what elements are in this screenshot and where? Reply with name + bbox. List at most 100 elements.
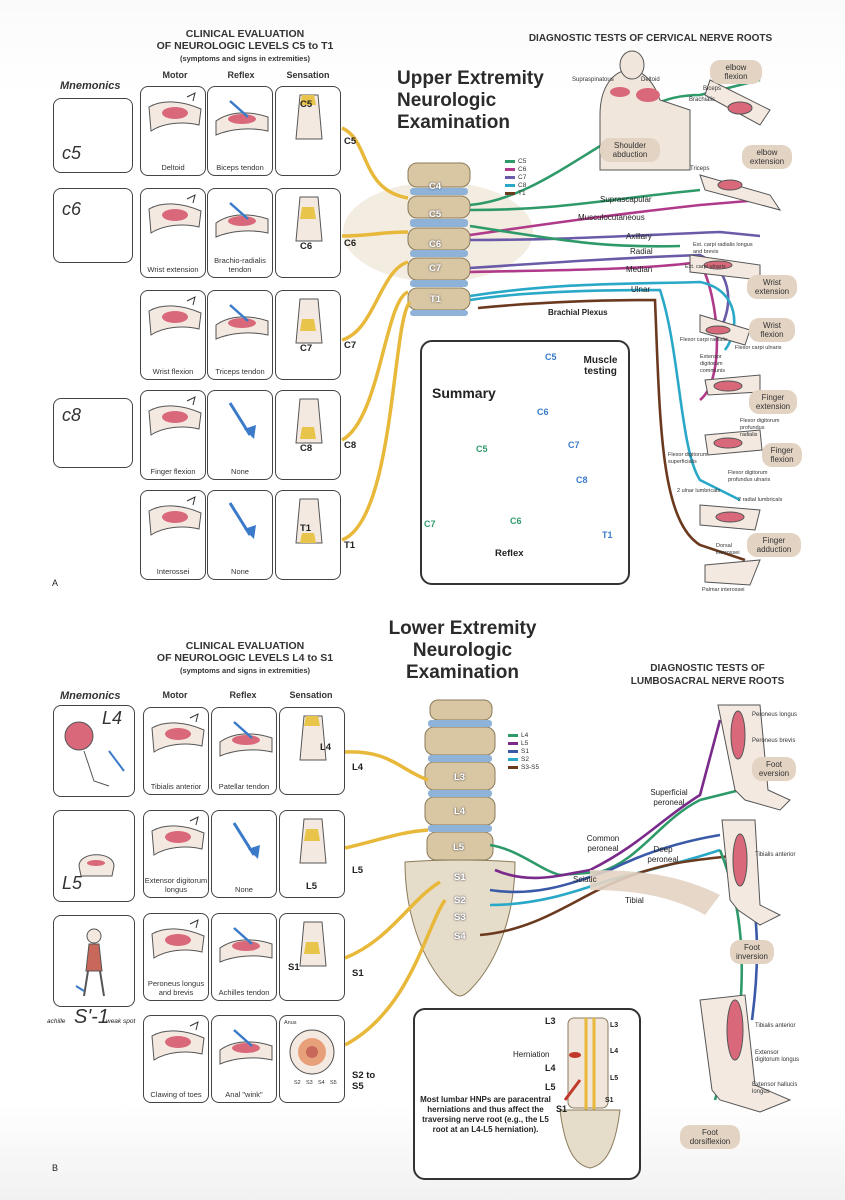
lower-motor-label-3: Clawing of toes — [150, 1089, 202, 1099]
sensation-sketch — [295, 398, 323, 444]
inset-left-l4: L4 — [545, 1063, 556, 1073]
muscle-tibialis-anterior-dorsiflexion: Tibialis anterior — [755, 1023, 796, 1029]
muscle-brachialis: Brachialis — [689, 97, 716, 103]
arm-figures — [689, 79, 782, 586]
lower-motor-label-1: Extensor digitorum longus — [144, 876, 208, 894]
motor-sketch — [151, 713, 205, 753]
muscle-supraspinatous: Supraspinatous — [572, 77, 614, 83]
upper-diag-title: DIAGNOSTIC TESTS OF CERVICAL NERVE ROOTS — [528, 33, 773, 44]
summary-label-c5-reflex: C5 — [476, 444, 488, 454]
lower-reflex-box-0: Patellar tendon — [211, 707, 277, 795]
sensation-sketch — [295, 298, 323, 344]
lower-sensation-box-0: L4 — [279, 707, 345, 795]
summary-label-c7-muscle: C7 — [568, 440, 580, 450]
vertebra-c4: C4 — [429, 181, 442, 192]
muscle-radial-lumbricals: 2 radial lumbricals — [738, 497, 783, 503]
lower-motor-label-0: Tibialis anterior — [150, 781, 202, 791]
panel-letter-b: B — [52, 1163, 59, 1173]
lower-reflex-label-0: Patellar tendon — [218, 781, 270, 791]
reflex-sketch — [228, 402, 256, 439]
knee-icon — [64, 721, 125, 787]
lower-eval-title: CLINICAL EVALUATION OF NEUROLOGIC LEVELS… — [130, 640, 360, 664]
anal-label-0: Anus — [284, 1020, 297, 1026]
muscle-deltoid: Deltoid — [641, 77, 660, 83]
inset-left-s1: S1 — [556, 1104, 568, 1114]
lower-diag-title-line2: LUMBOSACRAL NERVE ROOTS — [630, 676, 785, 687]
upper-sensation-box-2: C7 — [275, 290, 341, 380]
motor-sketch — [151, 816, 205, 856]
mnemonic-l4: L4 — [102, 708, 123, 728]
upper-reflex-box-0: Biceps tendon — [207, 86, 273, 176]
lower-root-level-1: L5 — [352, 865, 364, 876]
summary-label-c6-muscle: C6 — [537, 407, 549, 417]
sensation-sketch — [299, 715, 327, 761]
upper-reflex-box-4: None — [207, 490, 273, 580]
upper-eval-subtitle: (symptoms and signs in extremities) — [179, 54, 311, 63]
reflex-sketch — [219, 721, 273, 757]
test-foot-dorsiflexion: Foot dorsiflexion — [680, 1125, 740, 1149]
leg-figures — [699, 704, 792, 1113]
upper-root-level-0: C5 — [344, 136, 357, 147]
reflex-sketch — [228, 502, 256, 539]
muscle-ulnar-lumbricals: 2 ulnar lumbricals — [677, 488, 721, 494]
upper-reflex-box-1: Brachio-radialis tendon — [207, 188, 273, 278]
upper-reflex-box-3: None — [207, 390, 273, 480]
legend-item-c5: C5 — [505, 158, 526, 166]
vertebra-s1: S1 — [454, 872, 466, 883]
upper-motor-box-0: Deltoid — [140, 86, 206, 176]
sensation-sketch — [299, 818, 327, 864]
lower-sensation-box-1: L5 — [279, 810, 345, 898]
tibial-band — [590, 870, 720, 915]
summary-box — [420, 340, 630, 585]
upper-motor-box-1: Wrist extension — [140, 188, 206, 278]
upper-reflex-label-0: Biceps tendon — [216, 162, 264, 172]
lower-root-level-0: L4 — [352, 762, 364, 773]
nerve-musculocutaneous: Musculocutaneous — [578, 213, 645, 222]
summary-label-c5-muscle: C5 — [545, 352, 557, 362]
upper-sensation-box-0: C5 — [275, 86, 341, 176]
reflex-sketch — [219, 927, 273, 963]
motor-sketch — [148, 194, 202, 234]
muscle-triceps: Triceps — [690, 166, 710, 172]
upper-reflex-box-2: Triceps tendon — [207, 290, 273, 380]
nerve-tibial: Tibial — [625, 896, 644, 905]
upper-motor-box-3: Finger flexion — [140, 390, 206, 480]
test-finger-adduction: Finger adduction — [747, 533, 801, 557]
legend-item-t1: T1 — [505, 190, 526, 198]
upper-sensation-level-2: C7 — [300, 343, 313, 354]
upper-main-title-line3: Examination — [397, 112, 510, 133]
lower-col-motor: Motor — [162, 690, 188, 700]
inset-herniation: Herniation — [513, 1050, 550, 1059]
lower-eval-title-line2: OF NEUROLOGIC LEVELS L4 to S1 — [156, 652, 334, 664]
dermatome-lines-upper — [341, 126, 412, 542]
vertebra-s3: S3 — [454, 912, 466, 923]
vertebra-l5: L5 — [453, 842, 465, 853]
mnemonic-s1: S'-1 — [74, 1006, 109, 1028]
motor-sketch — [151, 1021, 205, 1061]
muscle-extensor-digitorum-longus: Extensor digitorum longus — [755, 1050, 800, 1063]
motor-sketch — [148, 496, 202, 536]
muscle-extensor-digitorum-communis: Extensor digitorum communis — [700, 354, 726, 374]
upper-main-title-line1: Upper Extremity — [397, 68, 544, 89]
upper-sensation-level-3: C8 — [300, 443, 313, 454]
upper-col-sensation: Sensation — [286, 70, 330, 80]
reflex-sketch — [232, 822, 260, 859]
lower-diag-title-line1: DIAGNOSTIC TESTS OF — [650, 663, 765, 674]
lower-main-title-line3: Examination — [406, 662, 519, 683]
motor-sketch — [148, 396, 202, 436]
summary-reflex: Reflex — [495, 548, 524, 559]
upper-motor-label-0: Deltoid — [161, 162, 185, 172]
vertebra-c5: C5 — [429, 209, 442, 220]
lower-reflex-label-1: None — [235, 884, 253, 894]
cervical-spine-illustration — [343, 162, 533, 316]
lower-root-level-3: S2 to S5 — [352, 1070, 376, 1092]
lower-col-mnemonics: Mnemonics — [60, 690, 121, 702]
anal-label-4: S5 — [330, 1080, 337, 1086]
muscle-fd-superficialis: Flexor digitorum superficialis — [668, 452, 708, 465]
upper-root-level-2: C7 — [344, 340, 357, 351]
lower-sensation-level-2: S1 — [288, 962, 300, 973]
muscle-flexor-carpi-radialis: Flexor carpi radialis — [680, 337, 728, 343]
muscle-fdp-ulnaris: Flexor digitorum profundus ulnaris — [728, 470, 771, 483]
toes-icon — [78, 854, 115, 877]
muscle-ext-carpi-ulnaris: Ext. carpi ulnaris — [685, 264, 726, 270]
